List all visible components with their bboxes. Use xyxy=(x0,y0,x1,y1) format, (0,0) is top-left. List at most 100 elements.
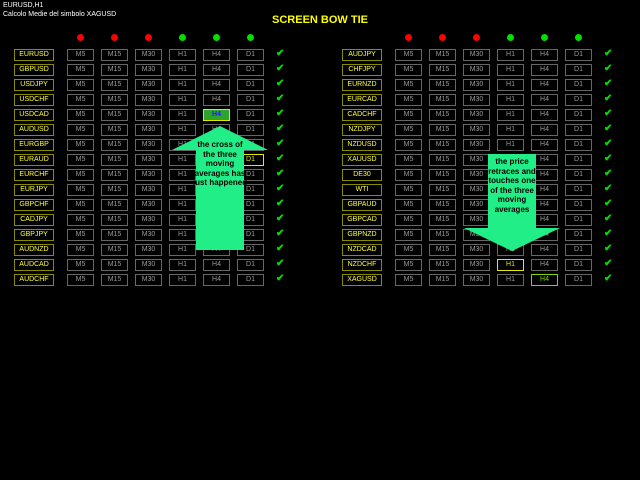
timeframe-button-h4[interactable]: H4 xyxy=(531,139,558,151)
timeframe-button-d1[interactable]: D1 xyxy=(565,79,592,91)
timeframe-button-m15[interactable]: M15 xyxy=(429,229,456,241)
timeframe-button-m30[interactable]: M30 xyxy=(463,244,490,256)
timeframe-button-h4[interactable]: H4 xyxy=(531,64,558,76)
timeframe-button-m30[interactable]: M30 xyxy=(463,109,490,121)
timeframe-button-m5[interactable]: M5 xyxy=(395,79,422,91)
timeframe-button-m5[interactable]: M5 xyxy=(67,154,94,166)
timeframe-button-m5[interactable]: M5 xyxy=(67,229,94,241)
timeframe-button-m30[interactable]: M30 xyxy=(463,139,490,151)
timeframe-button-m15[interactable]: M15 xyxy=(101,199,128,211)
timeframe-button-h4[interactable]: H4 xyxy=(531,49,558,61)
timeframe-button-h1[interactable]: H1 xyxy=(497,94,524,106)
timeframe-button-m30[interactable]: M30 xyxy=(135,229,162,241)
timeframe-button-d1[interactable]: D1 xyxy=(565,109,592,121)
timeframe-button-m15[interactable]: M15 xyxy=(429,244,456,256)
timeframe-button-m15[interactable]: M15 xyxy=(101,139,128,151)
timeframe-button-m30[interactable]: M30 xyxy=(463,49,490,61)
timeframe-button-m5[interactable]: M5 xyxy=(395,124,422,136)
timeframe-button-h1[interactable]: H1 xyxy=(169,94,196,106)
symbol-button[interactable]: NZDCAD xyxy=(342,244,382,256)
timeframe-button-m15[interactable]: M15 xyxy=(101,229,128,241)
timeframe-button-d1[interactable]: D1 xyxy=(565,199,592,211)
timeframe-button-h1[interactable]: H1 xyxy=(169,199,196,211)
timeframe-button-d1[interactable]: D1 xyxy=(237,94,264,106)
timeframe-button-m15[interactable]: M15 xyxy=(101,274,128,286)
timeframe-button-m30[interactable]: M30 xyxy=(135,154,162,166)
timeframe-button-h4[interactable]: H4 xyxy=(531,124,558,136)
timeframe-button-h1[interactable]: H1 xyxy=(497,79,524,91)
symbol-button[interactable]: GBPJPY xyxy=(14,229,54,241)
timeframe-button-h1[interactable]: H1 xyxy=(169,229,196,241)
timeframe-button-h4[interactable]: H4 xyxy=(203,64,230,76)
timeframe-button-h1[interactable]: H1 xyxy=(497,274,524,286)
timeframe-button-d1[interactable]: D1 xyxy=(565,259,592,271)
timeframe-button-m5[interactable]: M5 xyxy=(395,109,422,121)
symbol-button[interactable]: CHFJPY xyxy=(342,64,382,76)
timeframe-button-m5[interactable]: M5 xyxy=(67,124,94,136)
timeframe-button-m30[interactable]: M30 xyxy=(463,259,490,271)
timeframe-button-d1[interactable]: D1 xyxy=(237,124,264,136)
timeframe-button-m30[interactable]: M30 xyxy=(135,124,162,136)
timeframe-button-m15[interactable]: M15 xyxy=(101,49,128,61)
timeframe-button-d1[interactable]: D1 xyxy=(237,49,264,61)
timeframe-button-m30[interactable]: M30 xyxy=(135,184,162,196)
timeframe-button-h4[interactable]: H4 xyxy=(531,94,558,106)
timeframe-button-m5[interactable]: M5 xyxy=(395,154,422,166)
timeframe-button-m30[interactable]: M30 xyxy=(135,244,162,256)
timeframe-button-h1[interactable]: H1 xyxy=(497,259,524,271)
timeframe-button-m15[interactable]: M15 xyxy=(429,49,456,61)
timeframe-button-m5[interactable]: M5 xyxy=(67,94,94,106)
timeframe-button-d1[interactable]: D1 xyxy=(237,79,264,91)
timeframe-button-m5[interactable]: M5 xyxy=(395,244,422,256)
timeframe-button-h4[interactable]: H4 xyxy=(531,274,558,286)
timeframe-button-m30[interactable]: M30 xyxy=(135,64,162,76)
timeframe-button-m5[interactable]: M5 xyxy=(67,199,94,211)
timeframe-button-d1[interactable]: D1 xyxy=(565,64,592,76)
symbol-button[interactable]: AUDUSD xyxy=(14,124,54,136)
timeframe-button-m5[interactable]: M5 xyxy=(395,259,422,271)
timeframe-button-h1[interactable]: H1 xyxy=(169,214,196,226)
timeframe-button-m30[interactable]: M30 xyxy=(135,109,162,121)
timeframe-button-m15[interactable]: M15 xyxy=(429,154,456,166)
timeframe-button-m5[interactable]: M5 xyxy=(395,214,422,226)
timeframe-button-h4[interactable]: H4 xyxy=(203,49,230,61)
timeframe-button-m30[interactable]: M30 xyxy=(463,124,490,136)
timeframe-button-m15[interactable]: M15 xyxy=(101,214,128,226)
timeframe-button-h1[interactable]: H1 xyxy=(169,154,196,166)
timeframe-button-m15[interactable]: M15 xyxy=(101,124,128,136)
timeframe-button-h4[interactable]: H4 xyxy=(203,274,230,286)
symbol-button[interactable]: WTI xyxy=(342,184,382,196)
timeframe-button-m5[interactable]: M5 xyxy=(395,169,422,181)
timeframe-button-h1[interactable]: H1 xyxy=(169,274,196,286)
timeframe-button-m15[interactable]: M15 xyxy=(101,169,128,181)
symbol-button[interactable]: NZDJPY xyxy=(342,124,382,136)
timeframe-button-h1[interactable]: H1 xyxy=(169,259,196,271)
timeframe-button-d1[interactable]: D1 xyxy=(237,109,264,121)
timeframe-button-h4[interactable]: H4 xyxy=(203,79,230,91)
timeframe-button-h1[interactable]: H1 xyxy=(169,64,196,76)
symbol-button[interactable]: GBPCAD xyxy=(342,214,382,226)
timeframe-button-h1[interactable]: H1 xyxy=(169,244,196,256)
timeframe-button-d1[interactable]: D1 xyxy=(565,169,592,181)
timeframe-button-h4[interactable]: H4 xyxy=(203,94,230,106)
timeframe-button-d1[interactable]: D1 xyxy=(565,154,592,166)
timeframe-button-m15[interactable]: M15 xyxy=(101,184,128,196)
timeframe-button-h1[interactable]: H1 xyxy=(497,49,524,61)
timeframe-button-m15[interactable]: M15 xyxy=(101,94,128,106)
timeframe-button-m30[interactable]: M30 xyxy=(135,94,162,106)
timeframe-button-m5[interactable]: M5 xyxy=(67,49,94,61)
timeframe-button-d1[interactable]: D1 xyxy=(237,274,264,286)
timeframe-button-m15[interactable]: M15 xyxy=(429,109,456,121)
timeframe-button-m15[interactable]: M15 xyxy=(101,109,128,121)
timeframe-button-m30[interactable]: M30 xyxy=(463,79,490,91)
symbol-button[interactable]: EURCAD xyxy=(342,94,382,106)
symbol-button[interactable]: NZDUSD xyxy=(342,139,382,151)
timeframe-button-m5[interactable]: M5 xyxy=(67,274,94,286)
timeframe-button-d1[interactable]: D1 xyxy=(565,184,592,196)
timeframe-button-m5[interactable]: M5 xyxy=(395,184,422,196)
timeframe-button-m15[interactable]: M15 xyxy=(429,274,456,286)
timeframe-button-m15[interactable]: M15 xyxy=(429,184,456,196)
symbol-button[interactable]: AUDJPY xyxy=(342,49,382,61)
timeframe-button-d1[interactable]: D1 xyxy=(565,244,592,256)
timeframe-button-m30[interactable]: M30 xyxy=(135,49,162,61)
